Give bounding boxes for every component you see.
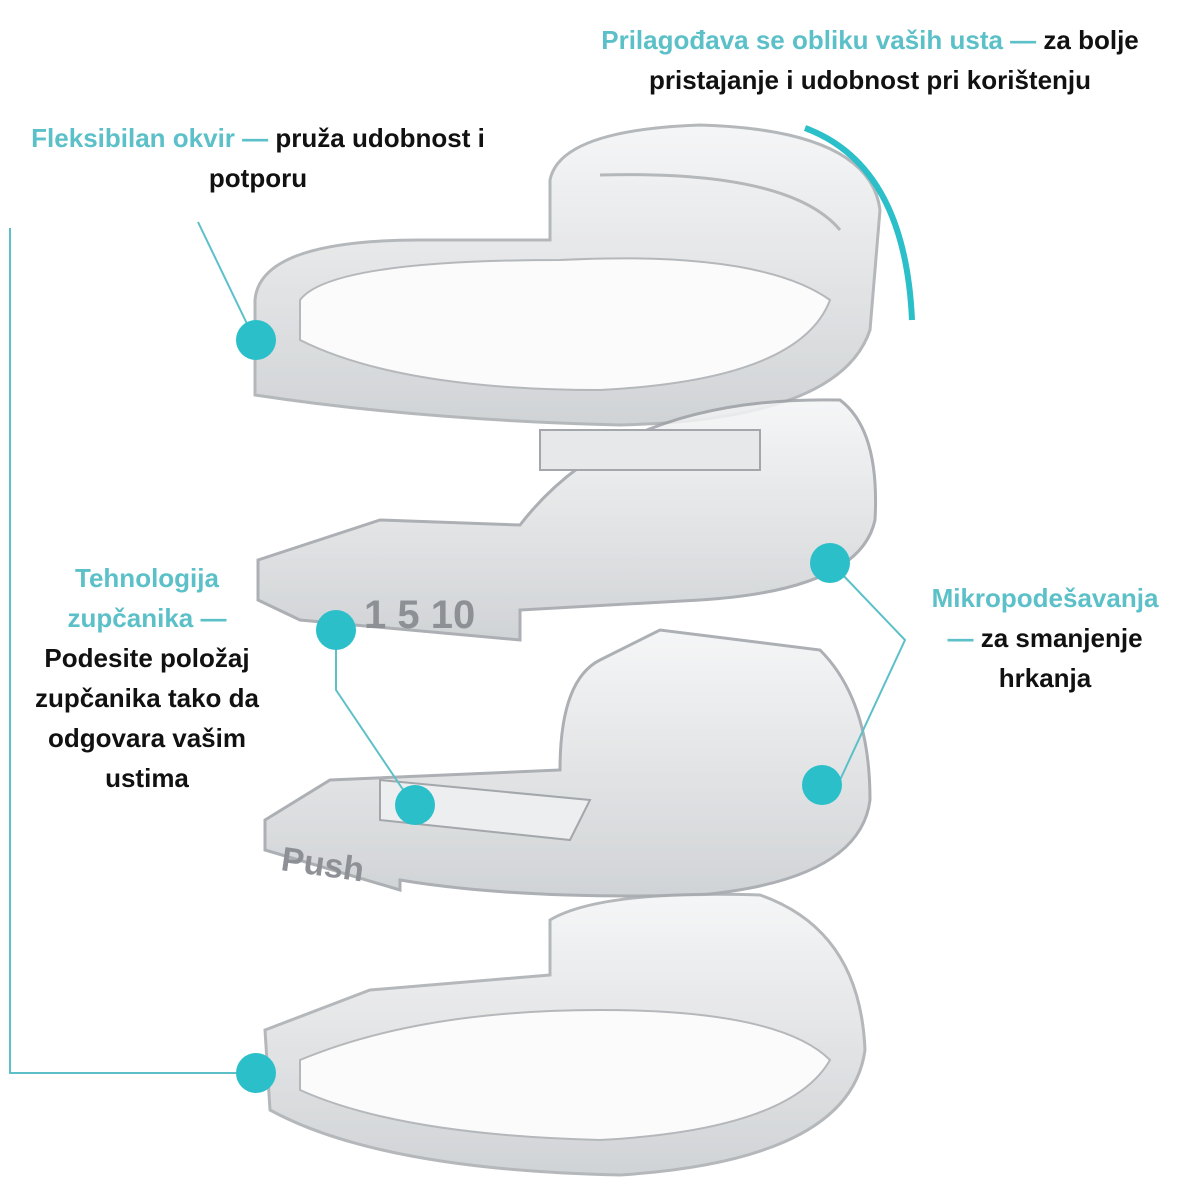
callout-gear-text-3: odgovara vašim [48,723,246,753]
callout-frame-highlight: Fleksibilan okvir — [31,123,269,153]
callout-lines [9,221,907,1074]
callout-dots [236,320,850,1093]
callout-fit-text-2: pristajanje i udobnost pri korištenju [648,65,1092,95]
dot-gear-upper [316,610,356,650]
callout-micro-text-1: za smanjenje [980,623,1143,653]
callout-micro-highlight-2: — [947,623,974,653]
top-tray [253,123,882,427]
dot-flexible-frame [236,320,276,360]
bottom-tray [263,892,867,1177]
callout-gear-highlight-1: Tehnologija [75,563,219,593]
callout-fit: Prilagođava se obliku vaših usta — za bo… [560,20,1180,100]
callout-fit-text-1: za bolje [1043,25,1139,55]
lower-gear-plate: Push [263,628,872,898]
dot-micro-adjust-lower [802,765,842,805]
arc-indicator [803,125,915,321]
callout-gear: Tehnologija zupčanika — Podesite položaj… [0,558,294,798]
callout-micro-highlight-1: Mikropodešavanja [931,583,1159,613]
callout-gear-text-2: zupčanika tako da [35,683,259,713]
callout-micro-adjust: Mikropodešavanja — za smanjenje hrkanja [910,578,1180,698]
dot-bottom-tray [236,1053,276,1093]
scale-engraving: 1 5 10 [364,593,475,637]
callout-frame: Fleksibilan okvir — pruža udobnost i pot… [0,118,516,198]
callout-gear-text-4: ustima [105,763,189,793]
callout-frame-text-2: potporu [208,163,308,193]
dot-gear-lower [395,785,435,825]
callout-gear-text-1: Podesite položaj [44,643,250,673]
dot-micro-adjust-upper [810,543,850,583]
upper-gear-plate: 1 5 10 [256,398,878,642]
callout-frame-text-1: pruža udobnost i [275,123,485,153]
callout-fit-highlight: Prilagođava se obliku vaših usta — [601,25,1037,55]
callout-gear-highlight-2: zupčanika — [67,603,227,633]
callout-micro-text-2: hrkanja [998,663,1092,693]
